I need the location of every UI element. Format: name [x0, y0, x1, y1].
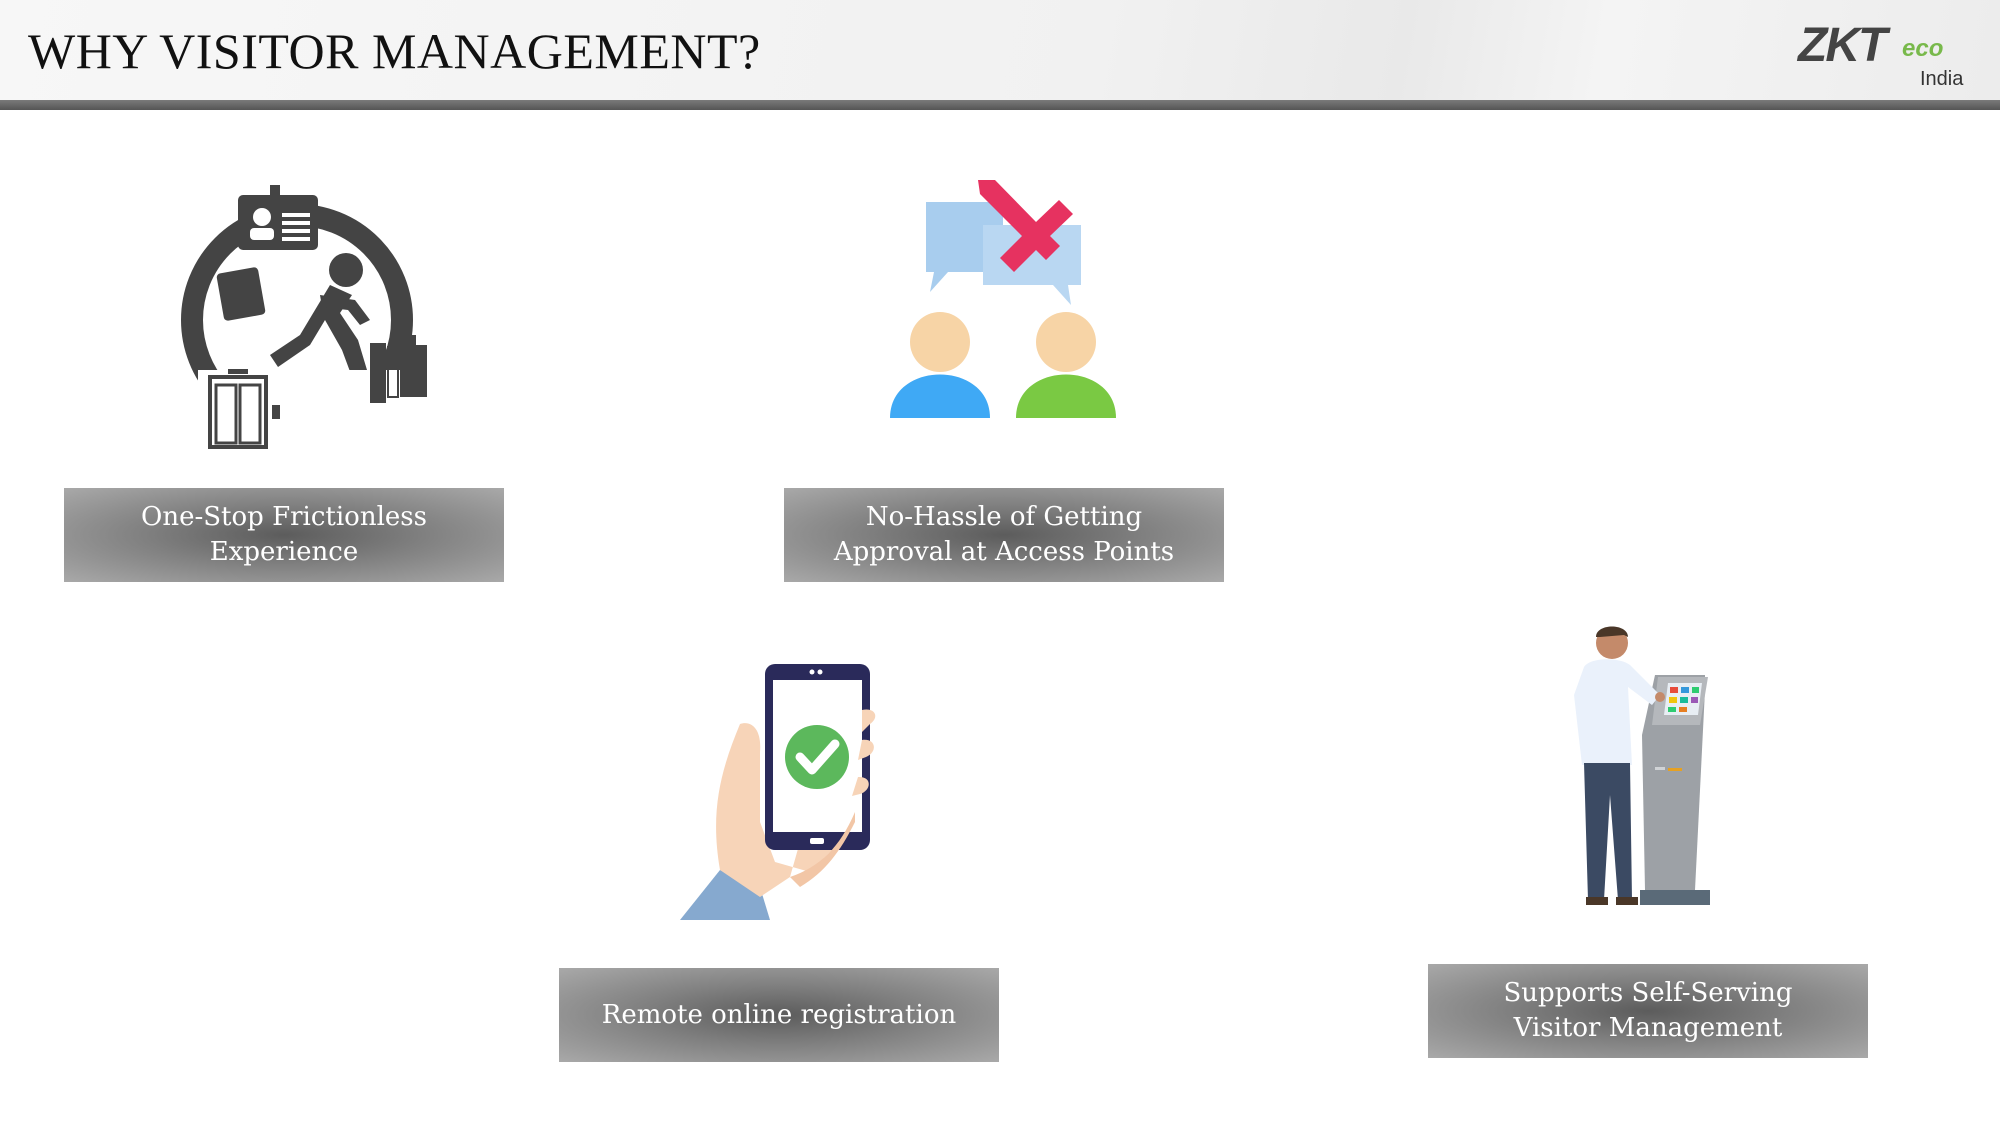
- feature-card-label-line: One-Stop Frictionless: [141, 502, 427, 532]
- feature-card-label-line: No-Hassle of Getting: [865, 502, 1143, 532]
- logo-region: India: [1920, 68, 1964, 90]
- feature-card-self-serving: Supports Self-Serving Visitor Management: [1428, 964, 1868, 1058]
- phone-check-icon: [680, 664, 876, 920]
- running-person-access-icon: [181, 185, 427, 450]
- company-logo: ZKT eco India: [1798, 18, 1968, 90]
- feature-card-label-line: Visitor Management: [1513, 1013, 1783, 1043]
- feature-card-no-hassle: No-Hassle of Getting Approval at Access …: [784, 488, 1224, 582]
- logo-wordmark: ZKT: [1798, 19, 1887, 72]
- feature-card-label-line: Approval at Access Points: [833, 537, 1175, 567]
- header-banner: WHY VISITOR MANAGEMENT? ZKT eco India: [0, 0, 2000, 100]
- feature-card-label-line: Supports Self-Serving: [1503, 978, 1793, 1008]
- kiosk-user-icon: [1574, 626, 1710, 905]
- no-approval-people-icon: [890, 180, 1116, 418]
- page-title: WHY VISITOR MANAGEMENT?: [28, 23, 761, 79]
- logo-eco-text: eco: [1902, 35, 1944, 62]
- feature-card-label-line: Experience: [209, 537, 359, 567]
- feature-card-remote-registration: Remote online registration: [559, 968, 999, 1062]
- feature-card-frictionless: One-Stop Frictionless Experience: [64, 488, 504, 582]
- header-divider: [0, 100, 2000, 110]
- feature-card-label-line: Remote online registration: [601, 999, 957, 1030]
